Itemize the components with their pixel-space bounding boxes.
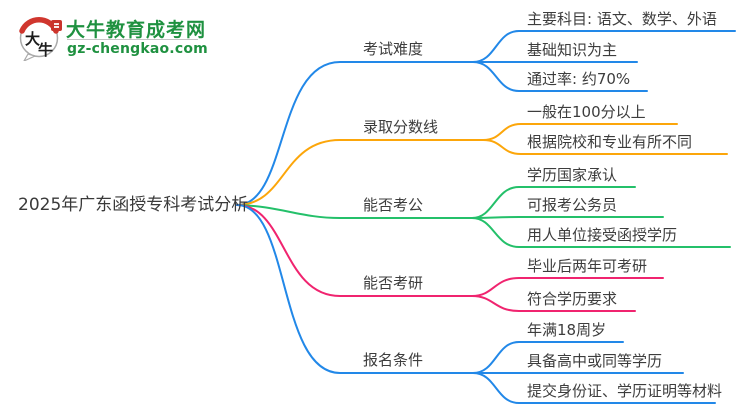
leaf-age-18: 年满18周岁 xyxy=(527,321,607,339)
leaf-high-school-diploma: 具备高中或同等学历 xyxy=(527,352,663,370)
branch-score-line: 录取分数线 xyxy=(363,118,439,136)
branch-civil-service-lines xyxy=(236,186,731,248)
logo-divider xyxy=(67,39,198,40)
leaf-varies-by-school: 根据院校和专业有所不同 xyxy=(527,133,693,151)
site-logo: 大 牛 大牛教育成考网 gz-chengkao.com xyxy=(16,10,236,61)
leaf-above-100: 一般在100分以上 xyxy=(527,103,646,121)
branch-exam-difficulty: 考试难度 xyxy=(363,40,424,58)
svg-text:牛: 牛 xyxy=(38,41,53,59)
branch-registration: 报名条件 xyxy=(363,351,424,369)
root-topic: 2025年广东函授专科考试分析 xyxy=(18,195,249,215)
branch-score-line-lines xyxy=(236,123,728,206)
leaf-pass-rate: 通过率: 约70% xyxy=(527,70,631,88)
leaf-employer-accepted: 用人单位接受函授学历 xyxy=(527,226,678,244)
branch-registration-lines xyxy=(236,204,716,404)
leaf-main-subjects: 主要科目: 语文、数学、外语 xyxy=(527,10,717,28)
leaf-state-recognized: 学历国家承认 xyxy=(527,166,618,184)
leaf-submit-documents: 提交身份证、学历证明等材料 xyxy=(527,382,723,400)
svg-text:大: 大 xyxy=(25,30,40,48)
leaf-postgrad-after-two-years: 毕业后两年可考研 xyxy=(527,257,648,275)
branch-exam-difficulty-lines xyxy=(236,30,736,206)
leaf-civil-servant-eligible: 可报考公务员 xyxy=(527,196,618,214)
branch-civil-service: 能否考公 xyxy=(363,196,424,214)
branch-postgraduate-lines xyxy=(236,204,664,312)
leaf-meets-degree-requirement: 符合学历要求 xyxy=(527,290,618,308)
site-name: 大牛教育成考网 xyxy=(66,19,207,41)
daniu-mascot-icon: 大 牛 xyxy=(19,17,62,61)
site-url: gz-chengkao.com xyxy=(67,41,208,57)
leaf-basic-knowledge: 基础知识为主 xyxy=(527,41,618,59)
branch-postgraduate: 能否考研 xyxy=(363,274,424,292)
